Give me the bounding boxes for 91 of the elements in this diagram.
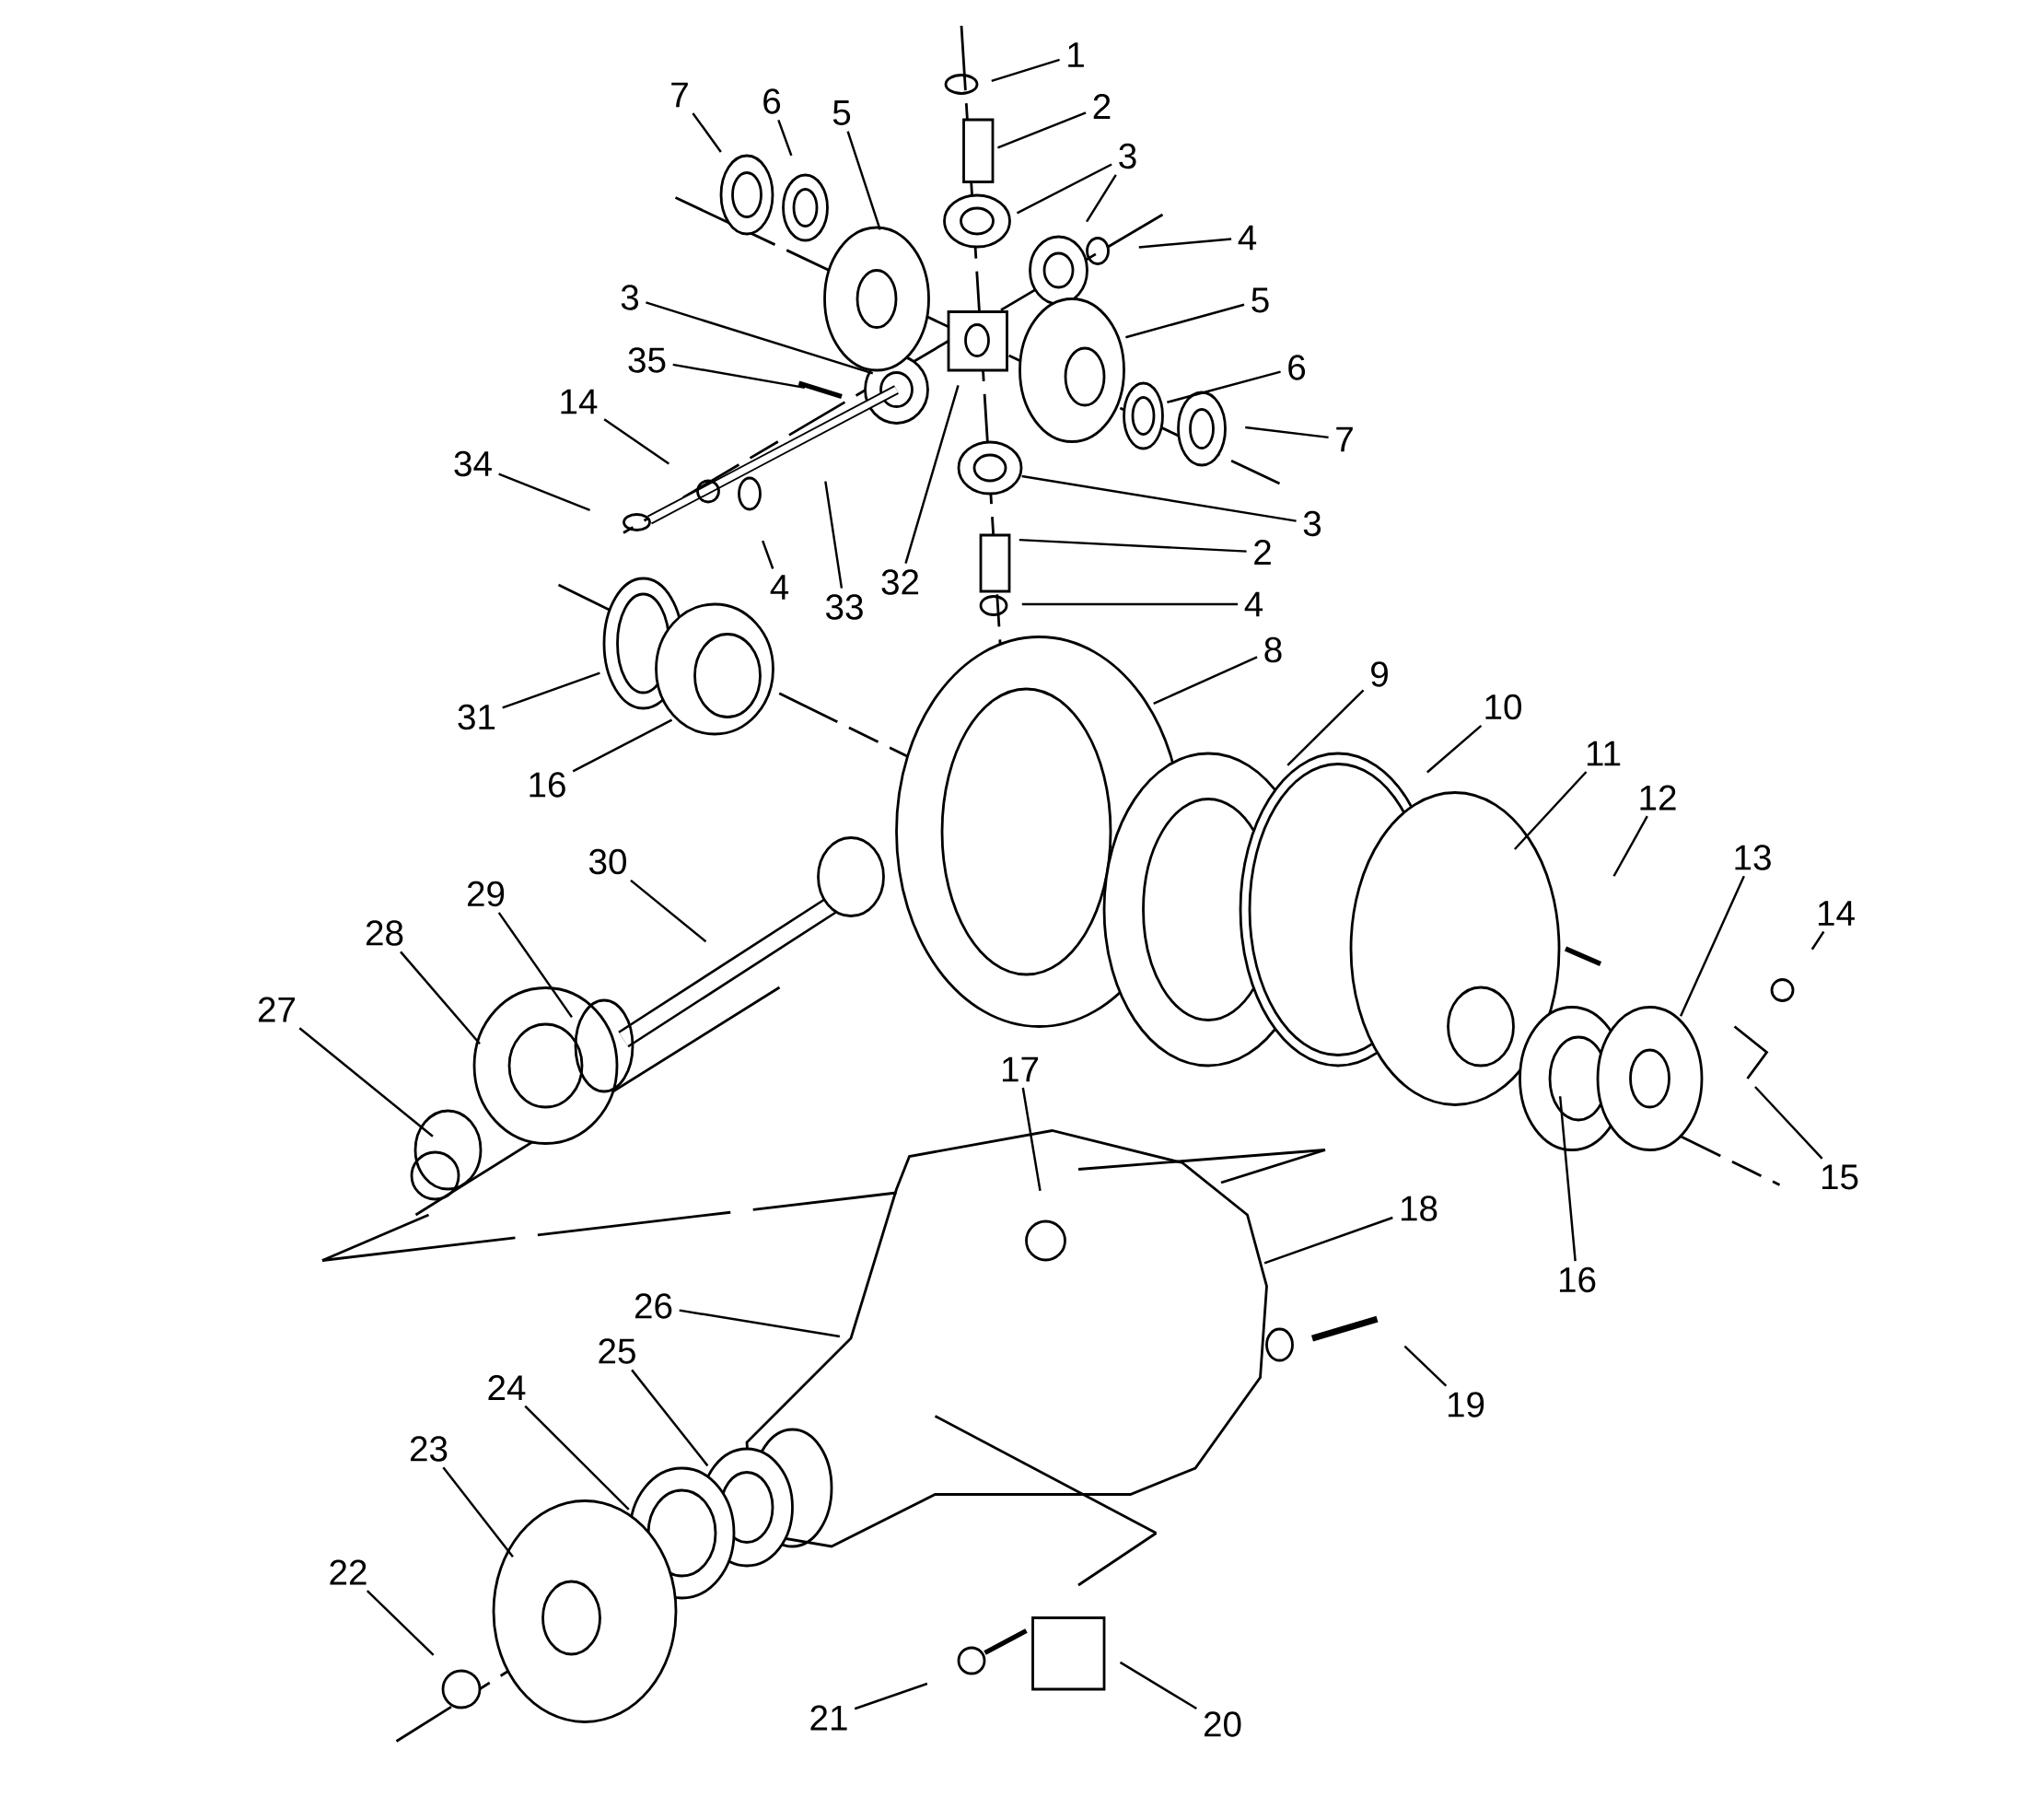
callout-number: 15	[1822, 1164, 1858, 1190]
callout-number: 3	[1119, 143, 1136, 169]
callout-number: 18	[1401, 1196, 1438, 1221]
leader-line	[1021, 602, 1239, 606]
callout-number: 35	[628, 347, 666, 373]
callout-number: 16	[1559, 1266, 1596, 1293]
leader-line	[762, 540, 774, 569]
callout-number: 30	[588, 848, 626, 875]
callout-number: 31	[458, 704, 495, 730]
callout-number: 19	[1448, 1392, 1484, 1418]
leader-line	[1754, 1086, 1823, 1160]
leader-line	[497, 912, 573, 1019]
callout-number: 7	[1336, 426, 1353, 452]
callout-number: 10	[1485, 694, 1521, 720]
leader-line	[672, 363, 806, 390]
leader-line	[991, 58, 1060, 83]
callout-number: 28	[366, 920, 403, 946]
callout-number: 8	[1264, 636, 1282, 663]
callout-number: 29	[467, 881, 505, 907]
leader-line	[1021, 474, 1297, 522]
leader-line	[854, 1682, 928, 1710]
leader-line	[400, 951, 481, 1044]
leader-line	[1403, 1345, 1448, 1387]
callout-number: 33	[825, 594, 863, 620]
callout-number: 20	[1204, 1711, 1241, 1737]
callout-number: 21	[810, 1705, 847, 1731]
leader-line	[904, 384, 960, 564]
callout-number: 24	[488, 1375, 526, 1400]
leader-line	[366, 1590, 435, 1656]
leader-line	[846, 131, 881, 230]
leader-line	[603, 418, 670, 465]
leader-line	[502, 671, 600, 709]
leader-line	[777, 119, 793, 157]
callout-number: 4	[1244, 591, 1263, 617]
leader-line	[442, 1466, 514, 1558]
callout-number: 3	[1303, 510, 1321, 537]
callout-number: 4	[1238, 225, 1257, 251]
leader-line	[646, 301, 874, 375]
leader-line	[631, 1369, 709, 1467]
callout-number: 14	[1818, 901, 1855, 926]
leader-line	[692, 112, 722, 153]
callout-number: 5	[832, 100, 851, 125]
callout-number: 32	[881, 569, 919, 595]
leader-line	[524, 1405, 630, 1511]
leader-line	[498, 472, 591, 512]
leader-line	[1426, 724, 1483, 774]
leader-line	[679, 1309, 841, 1338]
callout-number: 26	[634, 1293, 672, 1319]
callout-number: 7	[671, 82, 688, 108]
leader-line	[1016, 163, 1112, 215]
leader-line	[1138, 238, 1232, 249]
callout-number: 12	[1640, 785, 1676, 811]
leader-line	[1167, 370, 1281, 403]
leader-line	[572, 718, 673, 773]
callout-number: 14	[561, 389, 598, 414]
callout-number: 5	[1251, 287, 1269, 313]
callout-number: 6	[1288, 355, 1306, 380]
leader-line	[1263, 1216, 1393, 1265]
callout-number: 9	[1371, 661, 1388, 687]
callout-number: 27	[258, 997, 296, 1022]
leader-line	[1612, 815, 1648, 877]
callout-number: 4	[770, 575, 789, 600]
leader-line	[1018, 538, 1247, 553]
callout-number: 34	[454, 450, 492, 477]
leader-line	[1810, 930, 1825, 951]
callout-number: 17	[1002, 1056, 1039, 1082]
callout-number: 25	[599, 1338, 635, 1364]
leader-line	[1245, 426, 1329, 439]
leader-line	[1679, 875, 1745, 1017]
leader-line	[1125, 303, 1245, 339]
callout-number: 13	[1735, 845, 1771, 870]
leader-line	[1086, 174, 1117, 223]
callout-number: 11	[1587, 741, 1621, 766]
callout-number: 1	[1068, 42, 1084, 67]
callout-number: 3	[621, 285, 639, 310]
callout-number: 16	[530, 772, 565, 798]
leader-line	[298, 1027, 434, 1138]
leader-line	[1119, 1661, 1197, 1710]
leader-line	[997, 111, 1087, 149]
callout-number: 6	[763, 88, 781, 114]
leader-line	[630, 879, 707, 943]
leader-line	[1513, 771, 1588, 850]
leader-line	[1286, 689, 1365, 766]
leader-line	[824, 481, 844, 589]
callout-number: 22	[330, 1559, 367, 1585]
callout-number: 2	[1254, 540, 1271, 565]
leader-line	[1021, 1087, 1042, 1192]
leader-line	[1558, 1096, 1577, 1262]
callout-number: 2	[1093, 94, 1111, 119]
leader-line	[1153, 656, 1258, 706]
callout-number: 23	[410, 1436, 448, 1462]
